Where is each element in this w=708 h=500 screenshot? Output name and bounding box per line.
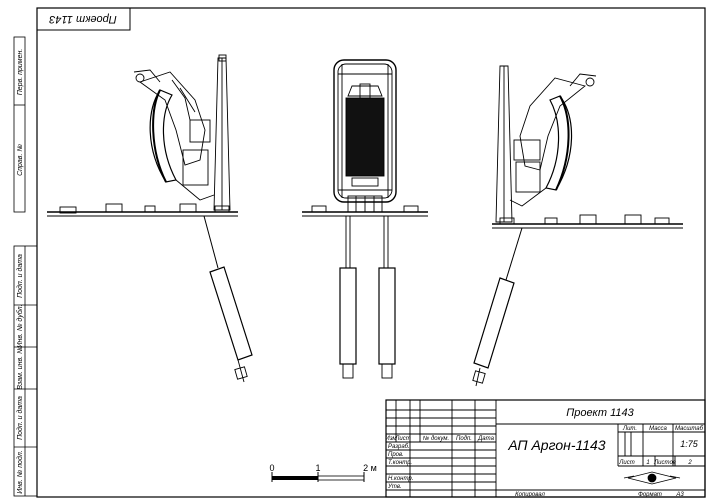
margin-label-inv-podl: Инв. № подл. bbox=[16, 450, 24, 493]
tb-sheet-value: 1 bbox=[646, 460, 649, 466]
stamp-text: Проект 1143 bbox=[48, 13, 116, 25]
antenna-side-view-left bbox=[47, 54, 253, 383]
margin-label-inv-dubl: Инв. № дубл. bbox=[16, 304, 24, 347]
antenna-side-view-right bbox=[472, 65, 683, 387]
tb-role-nkontr: Н.контр. bbox=[388, 476, 413, 482]
margin-label-vzam: Взам. инв. № bbox=[17, 346, 24, 390]
tb-project: Проект 1143 bbox=[566, 407, 634, 419]
title-block bbox=[385, 399, 706, 498]
tb-role-prov: Пров. bbox=[388, 452, 404, 458]
margin-label-podp1: Подп. и дата bbox=[16, 254, 24, 298]
tb-sheets-label: Листов bbox=[653, 460, 676, 466]
margin-label-podp2: Подп. и дата bbox=[16, 396, 24, 440]
tb-row-list: Лист bbox=[394, 436, 410, 442]
tb-scale-value: 1:75 bbox=[680, 439, 699, 449]
emblem-icon bbox=[623, 471, 681, 485]
scale-label-1: 1 bbox=[315, 463, 320, 473]
tb-role-razrab: Разраб. bbox=[388, 444, 410, 450]
tb-role-utv: Утв. bbox=[387, 484, 402, 490]
scale-label-0: 0 bbox=[269, 463, 274, 473]
project-stamp: Проект 1143 bbox=[36, 7, 131, 31]
tb-role-tkontr: Т.контр. bbox=[388, 460, 412, 466]
tb-sheet-label: Лист bbox=[618, 460, 634, 466]
tb-row-date: Дата bbox=[477, 436, 494, 442]
tb-format: Формат bbox=[638, 492, 662, 498]
scale-bar: 0 1 2 м bbox=[269, 463, 377, 482]
tb-col-scale: Масштаб bbox=[675, 426, 704, 432]
tb-col-mass: Масса bbox=[649, 426, 667, 432]
scale-label-2m: 2 м bbox=[363, 463, 377, 473]
tb-format-value: А3 bbox=[675, 492, 684, 498]
margin-label-sprav: Справ. № bbox=[17, 144, 24, 176]
tb-col-lit: Лит. bbox=[622, 426, 637, 432]
antenna-front-view bbox=[302, 59, 428, 379]
tb-name: АП Аргон-1143 bbox=[507, 437, 605, 453]
margin-label-perv: Перв. примен. bbox=[17, 49, 24, 96]
left-margin: Перв. примен. Справ. № Подп. и дата Инв.… bbox=[13, 36, 38, 497]
tb-sheets-value: 2 bbox=[687, 460, 692, 466]
tb-row-doc: № докум. bbox=[423, 435, 449, 442]
tb-row-izm: Изм bbox=[385, 436, 396, 442]
tb-copied: Копировал bbox=[515, 492, 545, 498]
title-block-text: Проект 1143 АП Аргон-1143 Лит. Масса Мас… bbox=[385, 407, 703, 498]
tb-row-sign: Подп. bbox=[456, 436, 472, 442]
